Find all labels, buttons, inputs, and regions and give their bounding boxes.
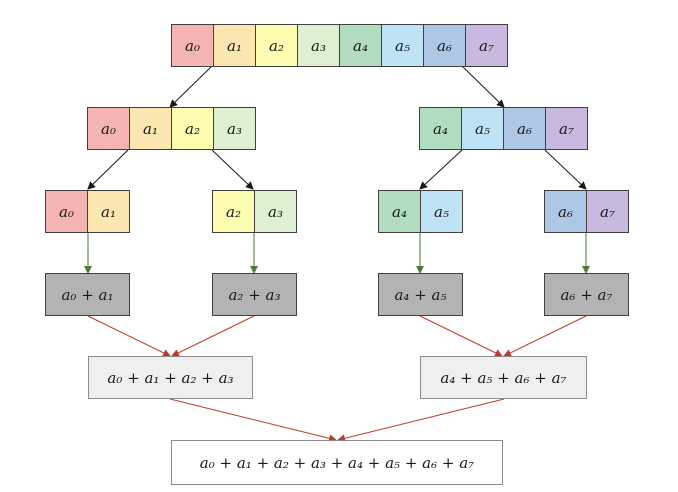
split-arrow bbox=[169, 65, 213, 108]
split-arrow bbox=[461, 65, 505, 108]
cell-a2: a₂ bbox=[171, 107, 214, 150]
split-arrow bbox=[87, 149, 129, 190]
sum-a0-a1: a₀ + a₁ bbox=[45, 273, 130, 316]
cell-a5: a₅ bbox=[420, 190, 463, 233]
cell-a0: a₀ bbox=[171, 24, 214, 67]
merge-arrow bbox=[419, 315, 503, 357]
cell-a0: a₀ bbox=[87, 107, 130, 150]
sum-a4-to-a7: a₄ + a₅ + a₆ + a₇ bbox=[420, 356, 587, 399]
split-arrow bbox=[544, 149, 587, 190]
cell-a7: a₇ bbox=[586, 190, 629, 233]
cell-a5: a₅ bbox=[461, 107, 504, 150]
cell-a3: a₃ bbox=[213, 107, 256, 150]
cell-a6: a₆ bbox=[503, 107, 546, 150]
cell-a6: a₆ bbox=[544, 190, 587, 233]
merge-arrow bbox=[169, 398, 337, 443]
cell-a2: a₂ bbox=[255, 24, 298, 67]
cell-a2: a₂ bbox=[212, 190, 255, 233]
cell-a0: a₀ bbox=[45, 190, 88, 233]
sum-total: a₀ + a₁ + a₂ + a₃ + a₄ + a₅ + a₆ + a₇ bbox=[171, 440, 503, 485]
cell-a7: a₇ bbox=[545, 107, 588, 150]
split-arrow bbox=[419, 149, 463, 190]
cell-a7: a₇ bbox=[465, 24, 508, 67]
split-arrow bbox=[211, 149, 254, 190]
merge-arrow bbox=[337, 398, 505, 443]
cell-a6: a₆ bbox=[423, 24, 466, 67]
cell-a1: a₁ bbox=[213, 24, 256, 67]
cell-a4: a₄ bbox=[419, 107, 462, 150]
sum-a2-a3: a₂ + a₃ bbox=[212, 273, 297, 316]
merge-arrow bbox=[503, 315, 587, 357]
cell-a1: a₁ bbox=[129, 107, 172, 150]
cell-a3: a₃ bbox=[254, 190, 297, 233]
merge-arrow bbox=[171, 315, 255, 357]
sum-a6-a7: a₆ + a₇ bbox=[544, 273, 629, 316]
cell-a4: a₄ bbox=[339, 24, 382, 67]
cell-a4: a₄ bbox=[378, 190, 421, 233]
cell-a3: a₃ bbox=[297, 24, 340, 67]
cell-a5: a₅ bbox=[381, 24, 424, 67]
cell-a1: a₁ bbox=[87, 190, 130, 233]
sum-a4-a5: a₄ + a₅ bbox=[378, 273, 463, 316]
sum-a0-to-a3: a₀ + a₁ + a₂ + a₃ bbox=[88, 356, 253, 399]
merge-arrow bbox=[87, 315, 171, 357]
